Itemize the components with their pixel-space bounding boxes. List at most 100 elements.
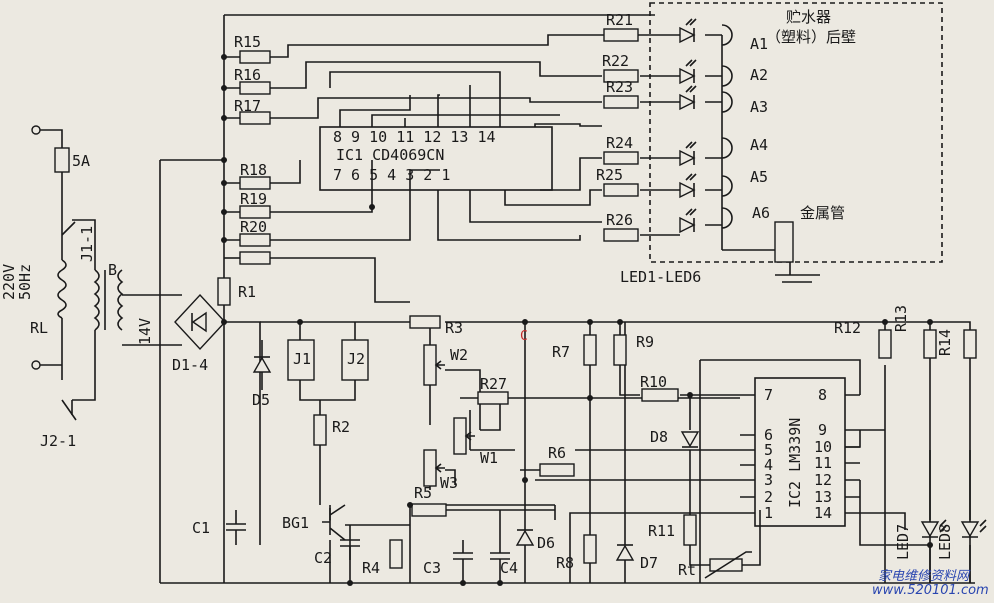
label-r3: R3 xyxy=(445,319,463,337)
tank-title: 贮水器 xyxy=(786,8,831,26)
resistor-r13 xyxy=(924,330,936,358)
label-rt: Rt xyxy=(678,561,696,579)
label-r17: R17 xyxy=(234,97,261,115)
label-r14: R14 xyxy=(936,329,954,356)
ic2-pin-12: 12 xyxy=(814,471,832,489)
ic1-pins-bottom: 7 6 5 4 3 2 1 xyxy=(333,166,450,184)
cap-c4-label: C4 xyxy=(500,559,518,577)
transformer-label: B xyxy=(108,261,117,279)
label-r5: R5 xyxy=(414,484,432,502)
resistor-r12 xyxy=(879,330,891,358)
pot-w2 xyxy=(424,345,436,385)
transistor-bg1 xyxy=(322,505,345,540)
electrode-a2: A2 xyxy=(750,66,768,84)
pot-w1 xyxy=(454,418,466,454)
resistor-r23 xyxy=(604,96,638,108)
resistors xyxy=(240,29,752,578)
label-r13: R13 xyxy=(892,305,910,332)
cap-c1-label: C1 xyxy=(192,519,210,537)
led7-label: LED7 xyxy=(894,524,912,560)
electrode-a4: A4 xyxy=(750,136,768,154)
pot-w3 xyxy=(424,450,436,486)
resistor-r8 xyxy=(584,535,596,563)
resistor-r24 xyxy=(604,152,638,164)
label-r24: R24 xyxy=(606,134,633,152)
pot-w1-label: W1 xyxy=(480,449,498,467)
bridge-label: D1-4 xyxy=(172,356,208,374)
label-r9: R9 xyxy=(636,333,654,351)
cap-c2 xyxy=(340,540,360,583)
metal-pipe-label: 金属管 xyxy=(800,204,845,222)
cap-c1 xyxy=(226,510,246,545)
watermark-title: 家电维修资料网 xyxy=(878,568,971,584)
label-r1: R1 xyxy=(238,283,256,301)
resistor-r11 xyxy=(684,515,696,545)
led-7-8 xyxy=(922,520,986,537)
mark-c: C xyxy=(520,329,528,344)
fuse-label: 5A xyxy=(72,152,90,170)
label-r4: R4 xyxy=(362,559,380,577)
label-r10: R10 xyxy=(640,373,667,391)
diode-d6-label: D6 xyxy=(537,534,555,552)
electrodes xyxy=(722,25,820,282)
resistor-r15 xyxy=(240,51,270,63)
label-r2: R2 xyxy=(332,418,350,436)
label-r12: R12 xyxy=(834,319,861,337)
mains-frequency: 50Hz xyxy=(16,264,34,300)
label-r26: R26 xyxy=(606,211,633,229)
ic2-pin-7: 7 xyxy=(764,386,773,404)
wiring xyxy=(38,3,975,583)
relay-j1-label: J1 xyxy=(293,350,311,368)
transformer-primary xyxy=(95,270,99,330)
diode-d5-label: D5 xyxy=(252,391,270,409)
secondary-voltage: 14V xyxy=(136,318,154,345)
label-r21: R21 xyxy=(606,11,633,29)
resistor-r21 xyxy=(604,29,638,41)
resistor-r1 xyxy=(218,278,230,305)
label-r11: R11 xyxy=(648,522,675,540)
label-rl: RL xyxy=(30,319,48,337)
resistor-r27 xyxy=(478,392,508,404)
transformer-secondary xyxy=(118,270,122,330)
resistor-r6 xyxy=(540,464,574,476)
diode-d7-label: D7 xyxy=(640,554,658,572)
resistor-r4 xyxy=(390,540,402,568)
ic2-pin-9: 9 xyxy=(818,421,827,439)
label-r8: R8 xyxy=(556,554,574,572)
resistor-r14 xyxy=(964,330,976,358)
cap-c3-label: C3 xyxy=(423,559,441,577)
label-r23: R23 xyxy=(606,78,633,96)
relay-j2-label: J2 xyxy=(347,350,365,368)
label-r27: R27 xyxy=(480,375,507,393)
pot-w2-label: W2 xyxy=(450,346,468,364)
resistor-r25 xyxy=(604,184,638,196)
led8-label: LED8 xyxy=(936,524,954,560)
led-group-label: LED1-LED6 xyxy=(620,268,701,286)
ic2-pin-14: 14 xyxy=(814,504,832,522)
transistor-label: BG1 xyxy=(282,514,309,532)
fuse-5a xyxy=(55,148,69,172)
electrode-a3: A3 xyxy=(750,98,768,116)
ic2-pin-8: 8 xyxy=(818,386,827,404)
load-rl xyxy=(58,260,66,318)
label-r18: R18 xyxy=(240,161,267,179)
label-r16: R16 xyxy=(234,66,261,84)
ic2-pin-11: 11 xyxy=(814,454,832,472)
ic1-name: IC1 CD4069CN xyxy=(336,146,444,164)
label-r25: R25 xyxy=(596,166,623,184)
label-r6: R6 xyxy=(548,444,566,462)
resistor-r9 xyxy=(614,335,626,365)
resistor-r7 xyxy=(584,335,596,365)
label-r20: R20 xyxy=(240,218,267,236)
resistor-r2 xyxy=(314,415,326,445)
relay-contact-j2-1: J2-1 xyxy=(40,432,76,450)
diode-d8-label: D8 xyxy=(650,428,668,446)
cap-c3 xyxy=(453,540,473,583)
ic2-pin-1: 1 xyxy=(764,504,773,522)
electrode-a6: A6 xyxy=(752,204,770,222)
diode-d8 xyxy=(682,432,698,447)
label-r22: R22 xyxy=(602,52,629,70)
label-r19: R19 xyxy=(240,190,267,208)
